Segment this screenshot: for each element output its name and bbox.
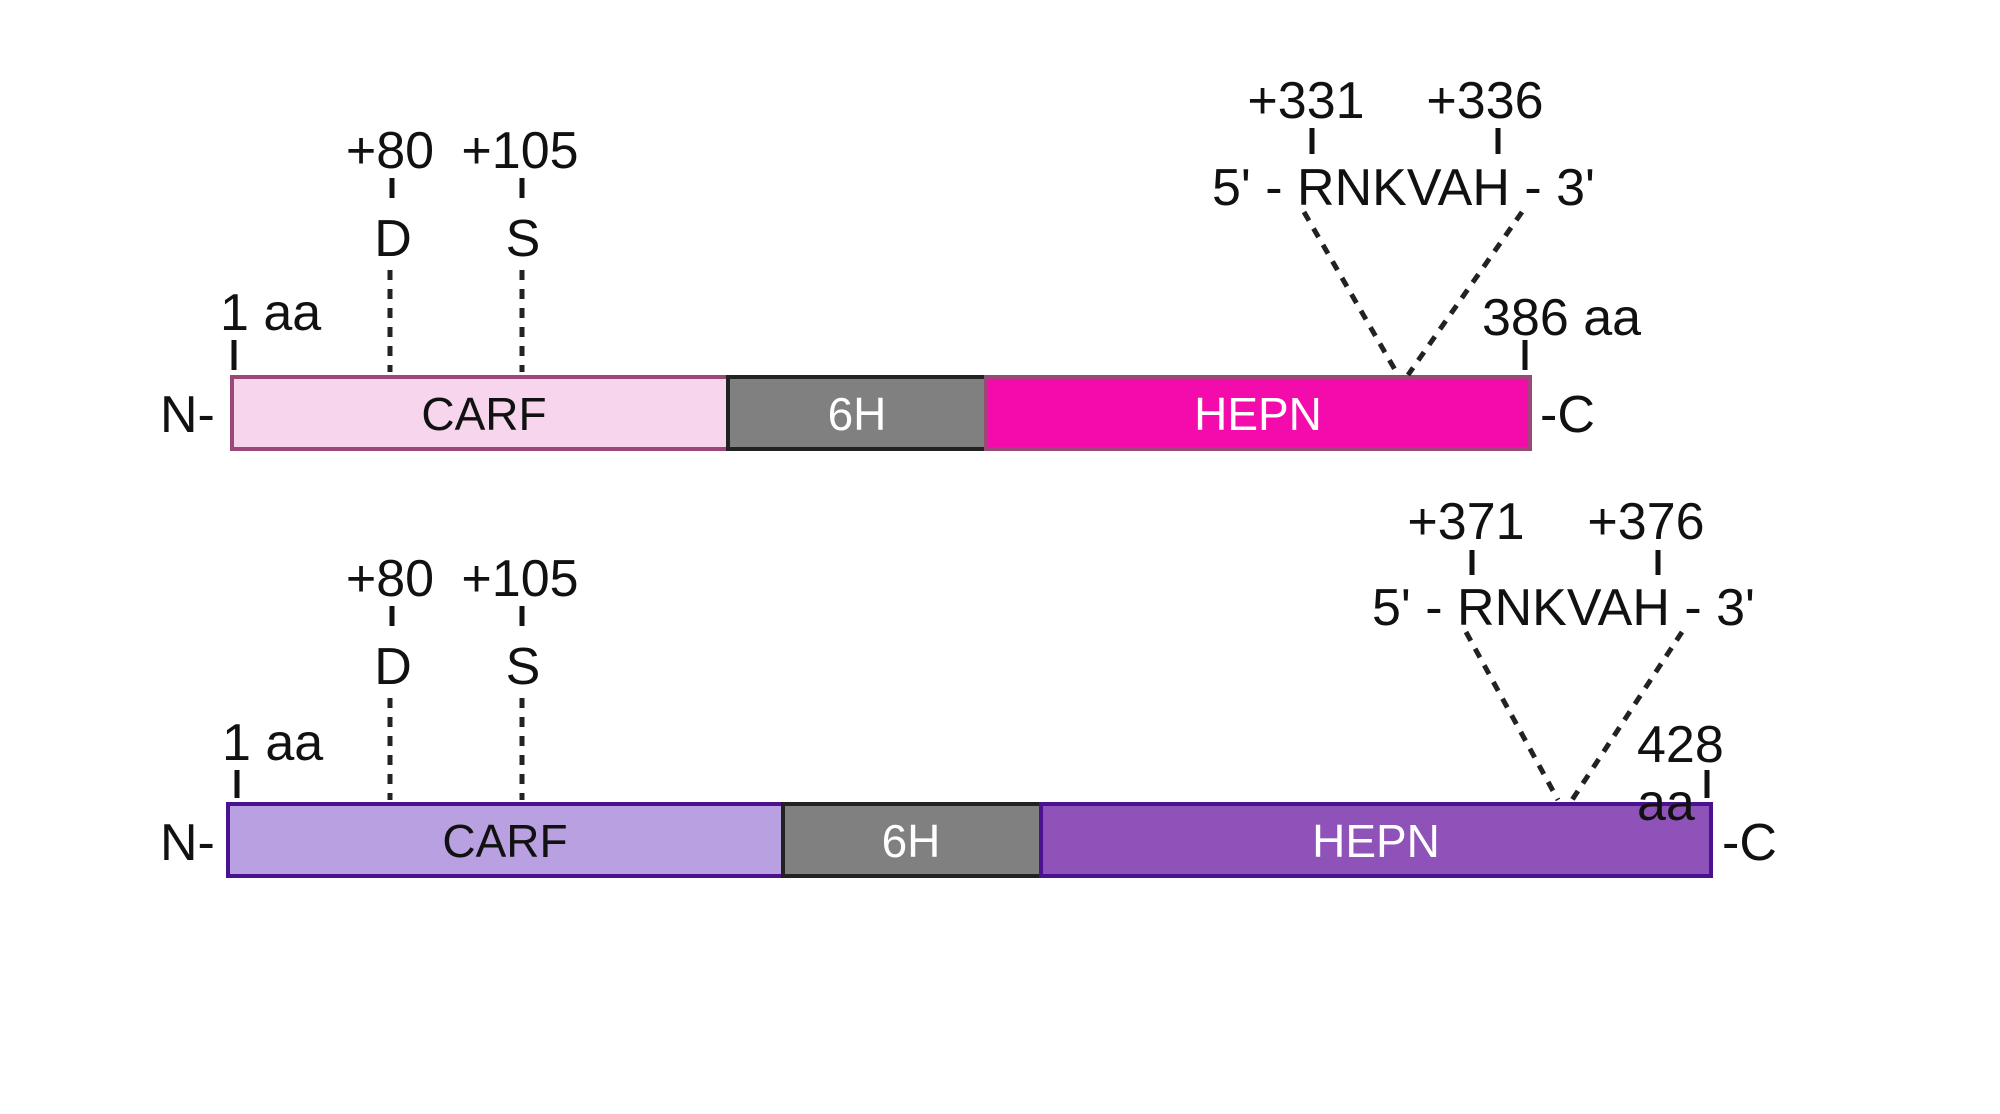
protein-2-motif-right-dashed-line bbox=[1569, 630, 1685, 802]
protein-1-residue-s: S bbox=[506, 210, 541, 268]
protein-2-motif-start-position: +371 bbox=[1407, 493, 1524, 551]
protein-2-n-terminus: N- bbox=[160, 814, 215, 872]
protein-2-residue-d: D bbox=[374, 638, 412, 696]
protein-1: CARF 6H HEPN N- -C 1 aa 386 aa +80 D +10… bbox=[160, 72, 1641, 451]
protein-2-end-label-line1: 428 bbox=[1637, 716, 1724, 774]
protein-2-hepn-domain bbox=[1039, 802, 1713, 878]
protein-2-end-label-line2: aa bbox=[1637, 774, 1695, 832]
protein-1-carf-domain bbox=[230, 375, 730, 451]
protein-2: CARF 6H HEPN N- -C 1 aa 428 aa +80 D +10… bbox=[160, 493, 1777, 878]
protein-1-n-terminus: N- bbox=[160, 386, 215, 444]
protein-1-motif-sequence: 5' - RNKVAH - 3' bbox=[1212, 159, 1595, 217]
protein-1-motif-start-position: +331 bbox=[1247, 72, 1364, 130]
protein-1-residue-d-position: +80 bbox=[346, 122, 434, 180]
protein-2-motif-sequence: 5' - RNKVAH - 3' bbox=[1372, 579, 1755, 637]
protein-2-c-terminus: -C bbox=[1722, 814, 1777, 872]
protein-1-6h-label: 6H bbox=[828, 388, 887, 440]
protein-2-residue-s-position: +105 bbox=[461, 550, 578, 608]
protein-1-residue-d: D bbox=[374, 210, 412, 268]
protein-2-residue-s: S bbox=[506, 638, 541, 696]
protein-2-motif-end-position: +376 bbox=[1587, 493, 1704, 551]
protein-1-end-label: 386 aa bbox=[1482, 289, 1641, 347]
protein-2-carf-domain bbox=[226, 802, 785, 878]
protein-1-c-terminus: -C bbox=[1540, 386, 1595, 444]
protein-2-hepn-label: HEPN bbox=[1312, 815, 1440, 867]
protein-1-motif-end-position: +336 bbox=[1426, 72, 1543, 130]
protein-2-residue-d-position: +80 bbox=[346, 550, 434, 608]
protein-1-residue-s-position: +105 bbox=[461, 122, 578, 180]
protein-1-carf-label: CARF bbox=[421, 388, 546, 440]
protein-2-start-label: 1 aa bbox=[222, 714, 323, 772]
protein-2-6h-domain bbox=[781, 802, 1043, 878]
protein-2-motif-left-dashed-line bbox=[1463, 630, 1561, 802]
protein-2-6h-label: 6H bbox=[882, 815, 941, 867]
protein-2-carf-label: CARF bbox=[442, 815, 567, 867]
protein-1-6h-domain bbox=[726, 375, 988, 451]
protein-1-motif-right-dashed-line bbox=[1405, 210, 1525, 377]
protein-1-start-label: 1 aa bbox=[220, 284, 321, 342]
protein-1-hepn-domain bbox=[984, 375, 1532, 451]
protein-1-motif-left-dashed-line bbox=[1301, 210, 1401, 377]
protein-1-hepn-label: HEPN bbox=[1194, 388, 1322, 440]
